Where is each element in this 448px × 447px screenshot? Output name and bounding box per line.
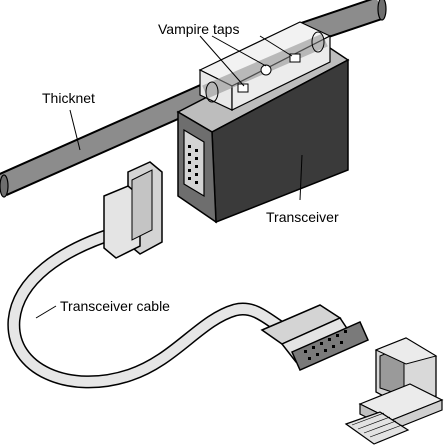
- label-transceiver-cable: Transceiver cable: [60, 298, 170, 314]
- label-transceiver: Transceiver: [266, 209, 339, 225]
- aui-connector-bottom: [262, 305, 368, 370]
- computer-icon: [346, 338, 442, 444]
- vampire-tap-2: [261, 65, 271, 75]
- label-thicknet: Thicknet: [42, 90, 95, 106]
- aui-connector-top: [104, 162, 162, 258]
- label-vampire-taps: Vampire taps: [158, 21, 239, 37]
